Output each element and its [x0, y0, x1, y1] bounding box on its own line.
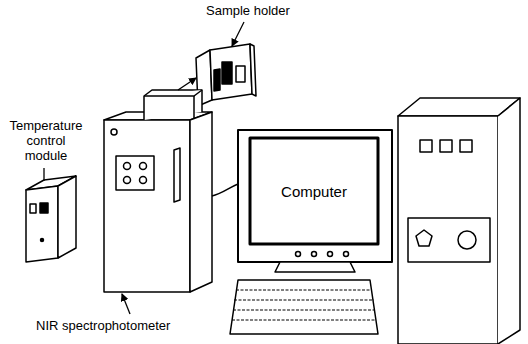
leader-line: [43, 168, 44, 181]
callout-label: Temperature control module: [4, 118, 88, 163]
nir-spectrophotometer: [104, 90, 212, 292]
node-text: Computer: [281, 183, 347, 200]
callout-label: NIR spectrophotometer: [36, 318, 226, 333]
cable: [212, 184, 238, 196]
leader-arrow: [232, 22, 244, 46]
computer-monitor: [238, 130, 392, 272]
callout-label: Sample holder: [206, 3, 316, 18]
keyboard: [230, 280, 378, 334]
monitor-screen: Computer: [252, 140, 376, 242]
temperature-module: [26, 176, 76, 262]
sample-holder: [196, 44, 256, 106]
leader-arrow: [122, 294, 130, 314]
leader-arrow: [178, 78, 196, 90]
computer-tower: [398, 98, 520, 344]
